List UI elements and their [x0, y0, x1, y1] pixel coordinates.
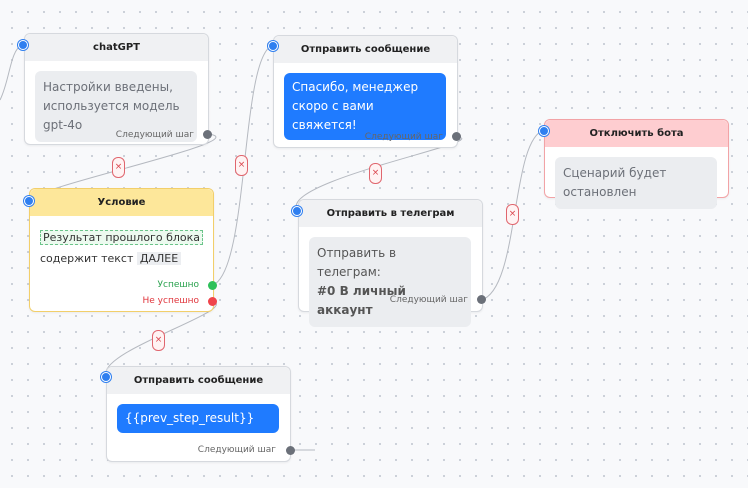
next-step-port[interactable] — [477, 295, 486, 304]
condition-rule-line: содержит текст ДАЛЕЕ — [40, 252, 182, 265]
node-title: Отправить сообщение — [274, 36, 457, 63]
condition-subject-chip: Результат прошлого блока — [40, 230, 203, 245]
next-step-label: Следующий шаг — [389, 295, 468, 305]
node-title: Условие — [30, 189, 213, 216]
next-step-port[interactable] — [286, 446, 295, 455]
stop-bot-node[interactable]: Отключить бота Сценарий будет остановлен — [544, 119, 729, 209]
node-title: Отправить сообщение — [107, 367, 290, 394]
next-step-port[interactable] — [203, 130, 212, 139]
send-message-node[interactable]: Отправить сообщение {{prev_step_result}}… — [106, 366, 291, 462]
delete-connection-icon[interactable]: × — [152, 330, 165, 351]
success-label: Успешно — [157, 280, 199, 290]
input-port[interactable] — [24, 196, 34, 206]
node-title: chatGPT — [25, 34, 208, 61]
node-title: Отключить бота — [545, 120, 728, 147]
condition-value-chip: ДАЛЕЕ — [136, 252, 182, 265]
delete-connection-icon[interactable]: × — [112, 157, 125, 178]
connection-edge — [295, 136, 463, 211]
input-port[interactable] — [539, 126, 549, 136]
node-message: Сценарий будет остановлен — [555, 157, 717, 209]
telegram-action-line: Отправить в телеграм: — [317, 246, 397, 279]
input-port[interactable] — [292, 206, 302, 216]
telegram-target-line: #0 В личный аккаунт — [317, 284, 406, 317]
next-step-label: Следующий шаг — [115, 130, 194, 140]
next-step-label: Следующий шаг — [197, 445, 276, 455]
send-message-node[interactable]: Отправить сообщение Спасибо, менеджер ск… — [273, 35, 458, 148]
failure-port[interactable] — [208, 297, 217, 306]
connection-edge — [105, 300, 217, 376]
success-port[interactable] — [208, 281, 217, 290]
condition-subject-line: Результат прошлого блока — [40, 230, 203, 245]
delete-connection-icon[interactable]: × — [506, 204, 519, 225]
next-step-label: Следующий шаг — [364, 132, 443, 142]
node-message: Отправить в телеграм: #0 В личный аккаун… — [309, 237, 471, 327]
condition-node[interactable]: Условие Результат прошлого блока содержи… — [29, 188, 214, 312]
input-port[interactable] — [101, 372, 111, 382]
condition-operator: содержит текст — [40, 252, 134, 265]
failure-label: Не успешно — [142, 296, 200, 306]
input-port[interactable] — [268, 41, 278, 51]
next-step-port[interactable] — [452, 132, 461, 141]
node-message: Спасибо, менеджер скоро с вами свяжется! — [284, 73, 446, 140]
node-title: Отправить в телеграм — [299, 200, 482, 227]
connection-edge — [0, 44, 23, 101]
delete-connection-icon[interactable]: × — [369, 163, 382, 184]
delete-connection-icon[interactable]: × — [235, 155, 248, 176]
node-message: Настройки введены, используется модель g… — [35, 71, 197, 142]
node-message: {{prev_step_result}} — [117, 404, 279, 433]
chatgpt-node[interactable]: chatGPT Настройки введены, используется … — [24, 33, 209, 145]
input-port[interactable] — [18, 40, 28, 50]
send-telegram-node[interactable]: Отправить в телеграм Отправить в телегра… — [298, 199, 483, 327]
